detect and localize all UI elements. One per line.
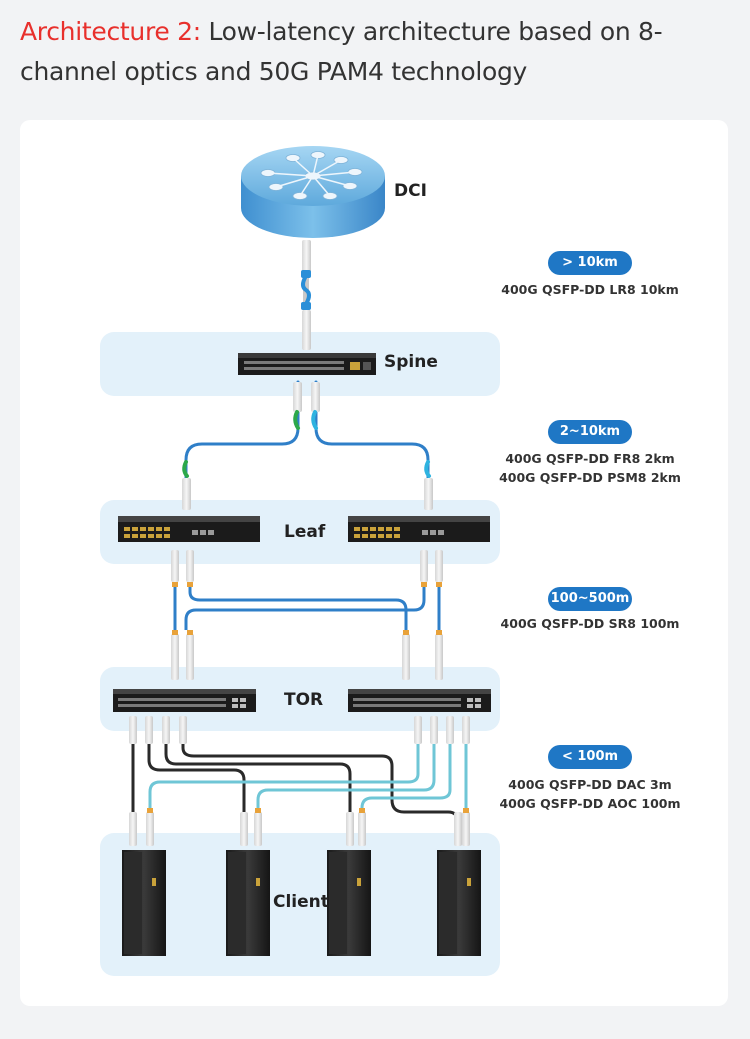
page-title: Architecture 2: Low-latency architecture… <box>20 12 740 92</box>
module-spec-lr8: 400G QSFP-DD LR8 10km <box>501 282 679 297</box>
client-label: Client <box>273 892 329 912</box>
client-rack-2-icon <box>226 850 270 956</box>
transceiver-icon <box>462 716 470 744</box>
transceiver-icon <box>420 550 428 582</box>
transceiver-icon <box>302 240 311 274</box>
transceiver-icon <box>129 716 137 744</box>
client-rack-4-icon <box>437 850 481 956</box>
tor-switch-left-icon <box>113 689 256 712</box>
transceiver-icon <box>171 550 179 582</box>
transceiver-icon <box>454 812 462 846</box>
transceiver-icon <box>302 310 311 350</box>
distance-badge-dac-aoc: < 100m <box>548 745 632 769</box>
transceiver-icon <box>462 812 470 846</box>
client-zone <box>100 833 500 976</box>
transceiver-icon <box>402 634 410 680</box>
lr8-link <box>301 240 311 350</box>
spine-switch-icon <box>238 353 376 375</box>
transceiver-icon <box>162 716 170 744</box>
transceiver-icon <box>171 634 179 680</box>
module-spec-psm8: 400G QSFP-DD PSM8 2km <box>499 470 681 485</box>
leaf-switch-right-icon <box>348 516 490 542</box>
transceiver-icon <box>311 382 320 412</box>
transceiver-icon <box>186 550 194 582</box>
title-text: Low-latency architecture based on 8-chan… <box>20 17 663 86</box>
transceiver-icon <box>145 716 153 744</box>
client-rack-3-icon <box>327 850 371 956</box>
transceiver-icon <box>435 634 443 680</box>
transceiver-icon <box>430 716 438 744</box>
transceiver-icon <box>446 716 454 744</box>
transceiver-icon <box>435 550 443 582</box>
transceiver-icon <box>240 812 248 846</box>
spine-label: Spine <box>384 352 438 372</box>
transceiver-icon <box>146 812 154 846</box>
module-spec-fr8: 400G QSFP-DD FR8 2km <box>505 451 675 466</box>
transceiver-icon <box>254 812 262 846</box>
distance-badge-fr8: 2~10km <box>548 420 632 444</box>
transceiver-icon <box>179 716 187 744</box>
tor-switch-right-icon <box>348 689 491 712</box>
transceiver-icon <box>346 812 354 846</box>
distance-badge-sr8: 100~500m <box>548 587 632 611</box>
client-rack-1-icon <box>122 850 166 956</box>
fr8-psm8-links <box>182 380 433 510</box>
sr8-links <box>171 550 443 680</box>
module-spec-dac: 400G QSFP-DD DAC 3m <box>508 777 672 792</box>
leaf-switch-left-icon <box>118 516 260 542</box>
tor-label: TOR <box>284 690 324 710</box>
transceiver-icon <box>129 812 137 846</box>
leaf-label: Leaf <box>284 522 326 542</box>
transceiver-icon <box>414 716 422 744</box>
dci-router-icon <box>241 146 385 238</box>
transceiver-icon <box>182 478 191 510</box>
distance-badge-lr8: > 10km <box>548 251 632 275</box>
module-spec-aoc: 400G QSFP-DD AOC 100m <box>499 796 681 811</box>
transceiver-icon <box>186 634 194 680</box>
transceiver-icon <box>424 478 433 510</box>
module-spec-sr8: 400G QSFP-DD SR8 100m <box>500 616 680 631</box>
dci-label: DCI <box>394 181 427 201</box>
transceiver-icon <box>293 382 302 412</box>
dac-aoc-links <box>129 716 470 846</box>
title-accent: Architecture 2: <box>20 17 201 46</box>
transceiver-icon <box>358 812 366 846</box>
